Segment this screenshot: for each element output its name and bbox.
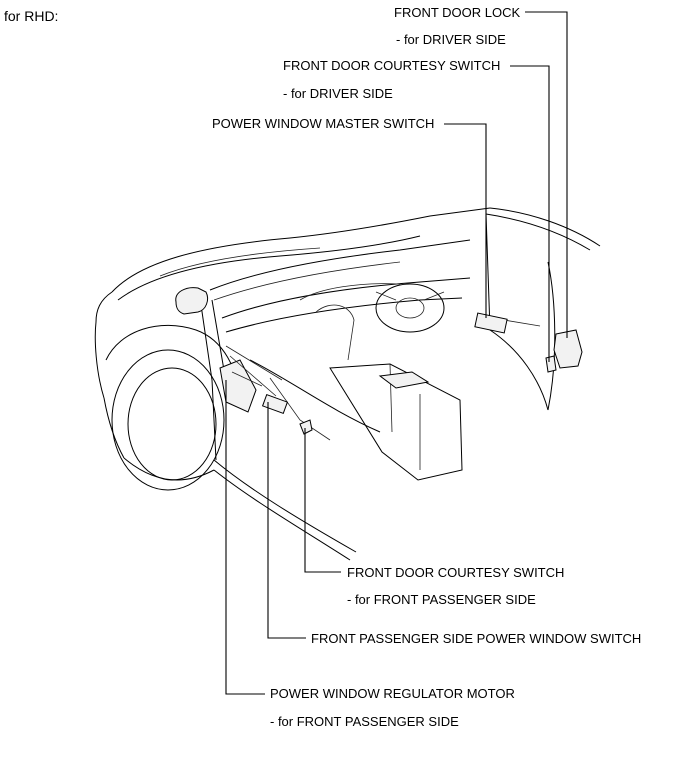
driver-courtesy-switch-part: [545, 355, 557, 373]
driver-courtesy-switch-label: FRONT DOOR COURTESY SWITCH: [283, 58, 501, 73]
regulator-motor-sublabel: - for FRONT PASSENGER SIDE: [270, 714, 459, 729]
regulator-motor-part: [219, 359, 257, 413]
front-door-lock-sublabel: - for DRIVER SIDE: [396, 32, 506, 47]
diagram-heading: for RHD:: [4, 8, 59, 24]
front-door-lock-label: FRONT DOOR LOCK: [394, 5, 521, 20]
regulator-motor-label: POWER WINDOW REGULATOR MOTOR: [270, 686, 515, 701]
driver-courtesy-switch-sublabel: - for DRIVER SIDE: [283, 86, 393, 101]
passenger-courtesy-switch-part: [299, 419, 313, 435]
passenger-courtesy-switch-sublabel: - for FRONT PASSENGER SIDE: [347, 592, 536, 607]
door-lock-part: [553, 329, 583, 369]
vehicle-outline: [94, 207, 601, 561]
passenger-window-switch-label: FRONT PASSENGER SIDE POWER WINDOW SWITCH: [311, 631, 642, 646]
leader-lines: [225, 11, 568, 695]
component-parts: [219, 312, 583, 435]
passenger-window-switch-part: [261, 393, 289, 415]
master-switch-label: POWER WINDOW MASTER SWITCH: [212, 116, 435, 131]
passenger-courtesy-switch-label: FRONT DOOR COURTESY SWITCH: [347, 565, 565, 580]
master-switch-part: [474, 312, 508, 334]
